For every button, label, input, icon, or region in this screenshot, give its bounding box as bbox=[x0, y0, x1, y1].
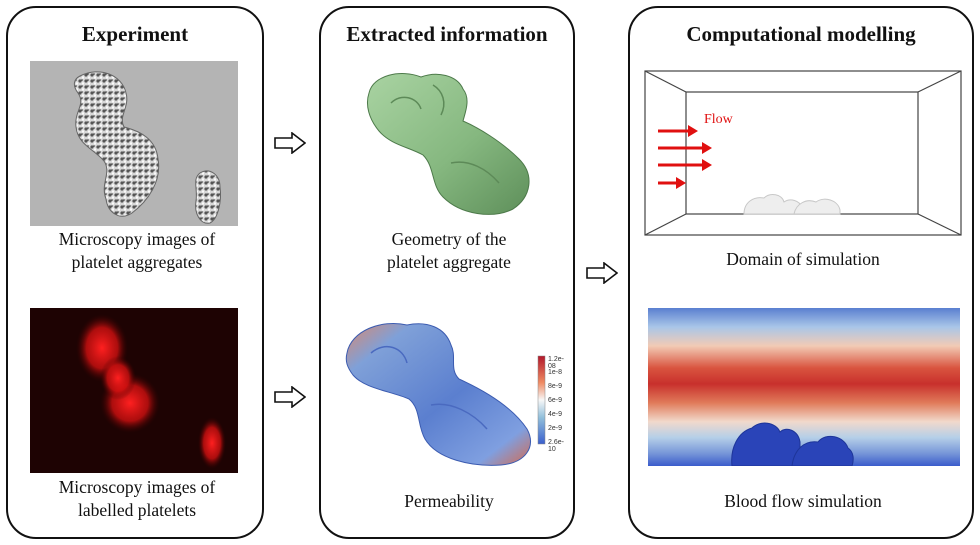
caption-line: Microscopy images of bbox=[58, 229, 216, 249]
caption-line: Microscopy images of bbox=[58, 477, 216, 497]
caption-line: platelet aggregates bbox=[71, 252, 203, 272]
extracted-information-title: Extracted information bbox=[346, 22, 548, 46]
caption-line: Geometry of the bbox=[391, 229, 507, 249]
caption-line: labelled platelets bbox=[77, 500, 197, 520]
colorbar-tick-label: 4e-9 bbox=[548, 411, 563, 418]
platelet-aggregates-microscopy-image bbox=[30, 61, 238, 226]
arrow-right-icon bbox=[586, 262, 618, 284]
computational-modelling-title: Computational modelling bbox=[686, 22, 916, 46]
flow-label: Flow bbox=[704, 112, 733, 127]
colorbar bbox=[537, 355, 546, 445]
computational-modelling-panel: Computational modelling Flow Domai bbox=[628, 6, 974, 539]
flow-arrow-icon bbox=[658, 125, 712, 189]
simulation-domain-box: Flow bbox=[644, 70, 962, 236]
labelled-platelets-caption: Microscopy images of labelled platelets bbox=[8, 476, 266, 522]
geometry-caption: Geometry of the platelet aggregate bbox=[321, 228, 577, 274]
colorbar-tick-label: 2.6e-10 bbox=[548, 439, 564, 453]
permeability-caption: Permeability bbox=[404, 491, 494, 511]
colorbar-tick-label: 1.2e-08 bbox=[548, 356, 564, 370]
caption-line: platelet aggregate bbox=[387, 252, 511, 272]
colorbar-tick-label: 1e-8 bbox=[548, 369, 563, 376]
blood-flow-caption: Blood flow simulation bbox=[724, 491, 882, 511]
labelled-platelets-fluorescence-image bbox=[30, 308, 238, 473]
blood-flow-velocity-field bbox=[648, 308, 960, 466]
simulation-domain-caption: Domain of simulation bbox=[726, 249, 880, 269]
colorbar-tick-label: 2e-9 bbox=[548, 425, 563, 432]
colorbar-tick-label: 6e-9 bbox=[548, 397, 563, 404]
platelet-aggregates-caption: Microscopy images of platelet aggregates bbox=[8, 228, 266, 274]
experiment-title: Experiment bbox=[81, 22, 189, 46]
experiment-panel: Experiment Microscopy images of platelet… bbox=[6, 6, 264, 539]
arrow-right-icon bbox=[274, 386, 306, 408]
permeability-3d-map: 1.2e-08 1e-8 8e-9 6e-9 4e-9 2e-9 2.6e-10 bbox=[341, 313, 571, 483]
arrow-right-icon bbox=[274, 132, 306, 154]
aggregate-geometry-3d-model bbox=[351, 63, 551, 228]
colorbar-tick-label: 8e-9 bbox=[548, 383, 563, 390]
extracted-information-panel: Extracted information Geometry of the pl… bbox=[319, 6, 575, 539]
